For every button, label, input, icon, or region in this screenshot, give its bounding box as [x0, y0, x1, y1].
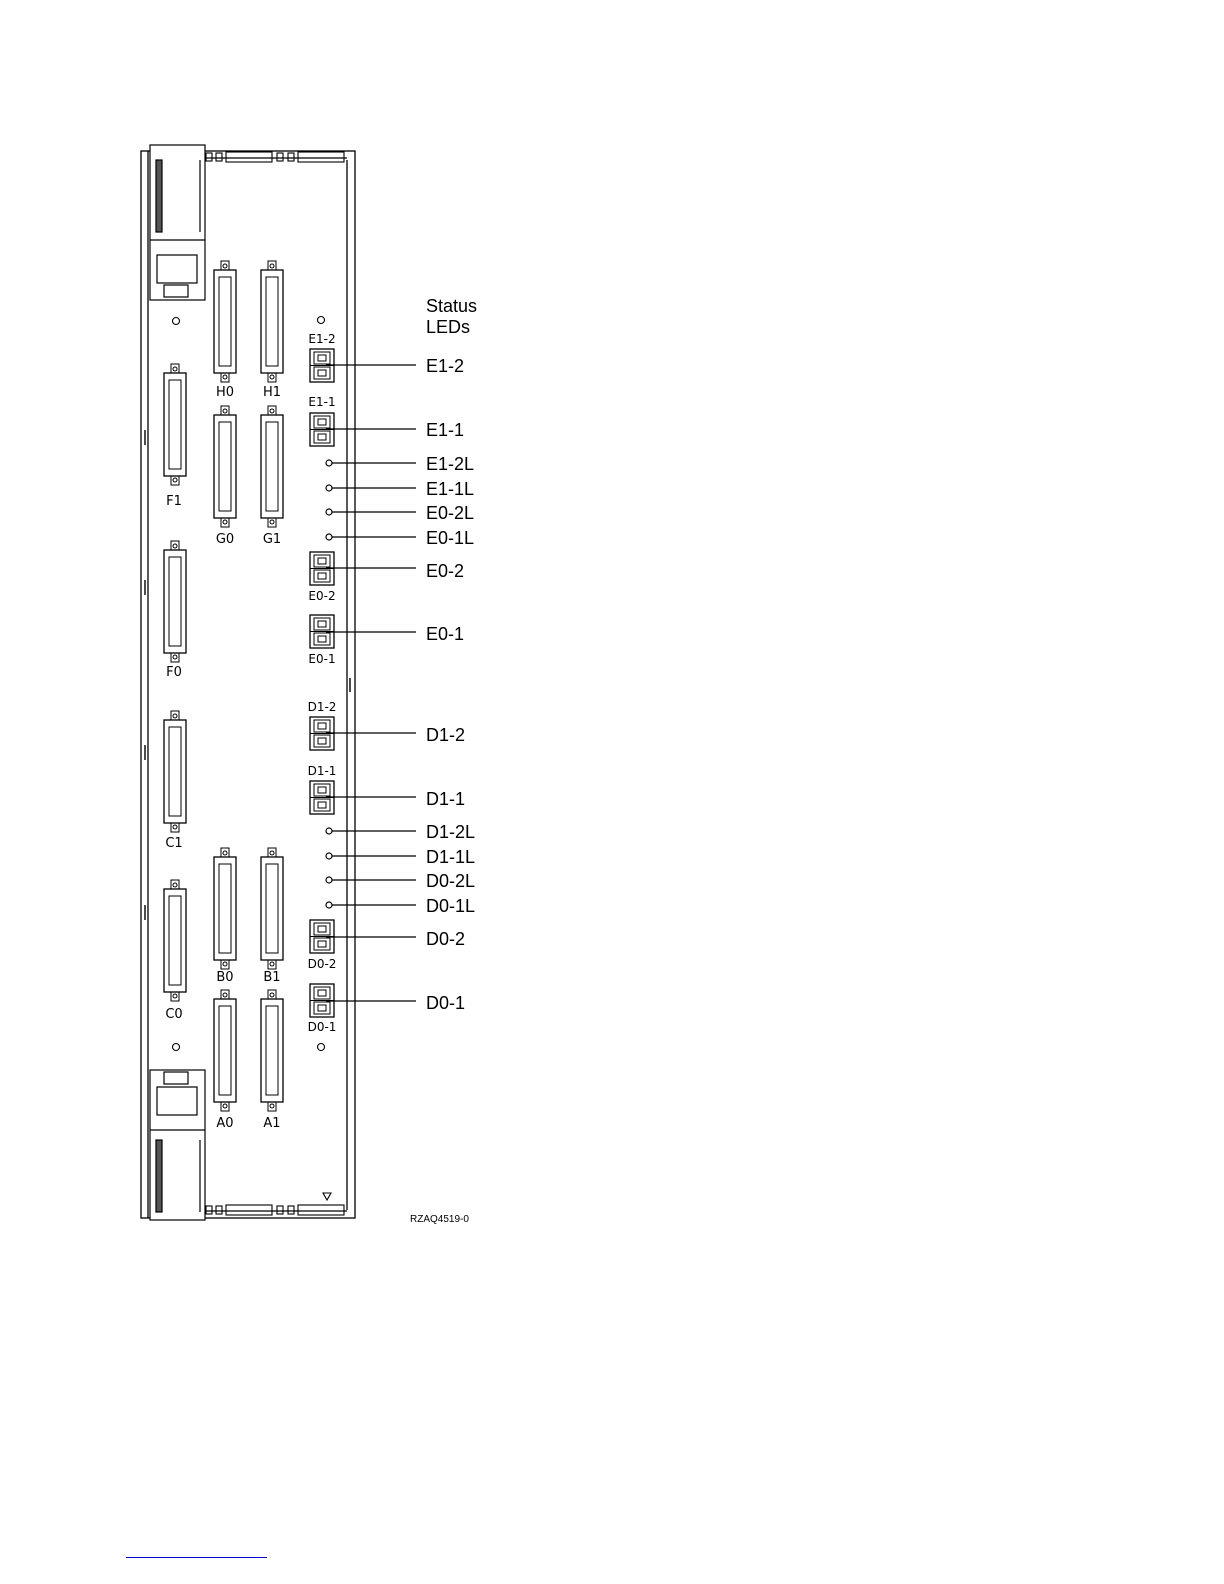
leader-lines — [326, 365, 416, 1001]
label-g0: G0 — [216, 532, 234, 547]
label-c0: C0 — [165, 1007, 182, 1022]
label-g1: G1 — [263, 532, 281, 547]
screw-hole — [173, 1044, 180, 1051]
connector-b0 — [214, 848, 236, 969]
label-h1: H1 — [263, 385, 281, 400]
led-e0-1l — [326, 534, 332, 540]
status-leds-heading-line2: LEDs — [426, 317, 470, 337]
callout-label: D1-2 — [426, 725, 465, 745]
connector-h1 — [261, 261, 283, 382]
figure-id: RZAQ4519-0 — [410, 1214, 469, 1225]
label-a0: A0 — [216, 1116, 233, 1131]
connector-c1 — [164, 711, 186, 832]
callout-label: D1-1 — [426, 789, 465, 809]
label-f1: F1 — [166, 494, 182, 509]
callout-label: D1-2L — [426, 822, 475, 842]
silk-e0-1: E0-1 — [308, 652, 335, 666]
connector-g1 — [261, 406, 283, 527]
silk-d0-2: D0-2 — [308, 957, 337, 971]
bottom-handle — [150, 1070, 205, 1220]
screw-hole — [318, 1044, 325, 1051]
led-d0-1l — [326, 902, 332, 908]
screw-hole — [173, 318, 180, 325]
top-handle — [150, 145, 205, 300]
label-c1: C1 — [165, 836, 182, 851]
top-edge-connectors — [206, 152, 344, 162]
ports — [310, 349, 334, 1017]
silk-e1-1: E1-1 — [308, 395, 335, 409]
callout-label: D0-1L — [426, 896, 475, 916]
callout-label: E0-2L — [426, 503, 474, 523]
callout-label: E0-2 — [426, 561, 464, 581]
connector-c0 — [164, 880, 186, 1001]
silk-e1-2: E1-2 — [308, 332, 335, 346]
callout-label: D0-2 — [426, 929, 465, 949]
connector-h0 — [214, 261, 236, 382]
led-e1-2l — [326, 460, 332, 466]
led-d0-2l — [326, 877, 332, 883]
led-e0-2l — [326, 509, 332, 515]
silk-d1-2: D1-2 — [308, 700, 337, 714]
label-h0: H0 — [216, 385, 234, 400]
callout-labels: E1-2 E1-1 E1-2L E1-1L E0-2L E0-1L E0-2 E… — [426, 356, 475, 1013]
connector-g0 — [214, 406, 236, 527]
connector-a1 — [261, 990, 283, 1111]
callout-label: E1-1L — [426, 479, 474, 499]
connector-a0 — [214, 990, 236, 1111]
label-b1: B1 — [263, 970, 280, 985]
silk-d0-1: D0-1 — [308, 1020, 337, 1034]
led-d1-2l — [326, 828, 332, 834]
bottom-edge-connectors — [206, 1193, 344, 1215]
card-body — [141, 151, 355, 1218]
connector-b1 — [261, 848, 283, 969]
label-b0: B0 — [216, 970, 233, 985]
callout-label: D1-1L — [426, 847, 475, 867]
callout-label: D0-1 — [426, 993, 465, 1013]
connector-f0 — [164, 541, 186, 662]
status-leds-heading-line1: Status — [426, 296, 477, 316]
label-a1: A1 — [263, 1116, 280, 1131]
callout-label: E1-2 — [426, 356, 464, 376]
callout-label: E1-1 — [426, 420, 464, 440]
silk-d1-1: D1-1 — [308, 764, 337, 778]
footer-rule — [126, 1557, 267, 1558]
led-d1-1l — [326, 853, 332, 859]
status-leds — [326, 460, 332, 908]
callout-label: E1-2L — [426, 454, 474, 474]
label-f0: F0 — [166, 665, 182, 680]
screw-holes — [173, 317, 325, 1051]
led-e1-1l — [326, 485, 332, 491]
connector-f1 — [164, 364, 186, 485]
screw-hole — [318, 317, 325, 324]
callout-label: E0-1 — [426, 624, 464, 644]
callout-label: D0-2L — [426, 871, 475, 891]
silk-e0-2: E0-2 — [308, 589, 335, 603]
callout-label: E0-1L — [426, 528, 474, 548]
